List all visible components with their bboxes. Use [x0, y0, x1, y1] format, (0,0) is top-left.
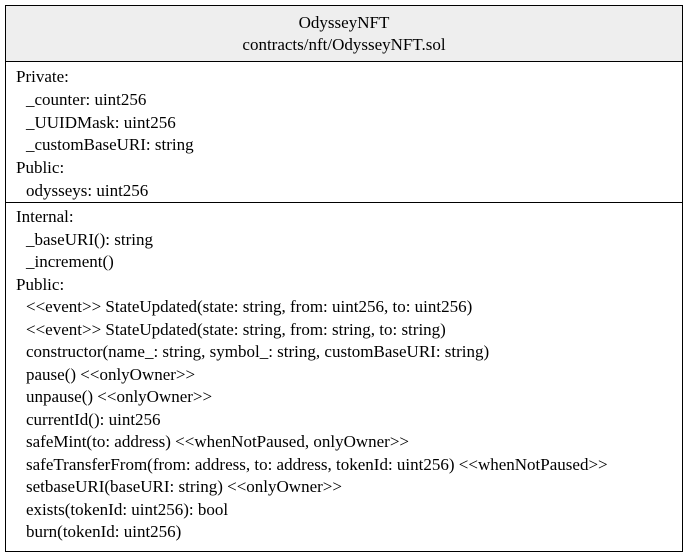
- attribute-uuid-mask: _UUIDMask: uint256: [26, 112, 176, 132]
- operation-set-base-uri: setbaseURI(baseURI: string) <<onlyOwner>…: [26, 477, 342, 496]
- public-operations-label: Public:: [16, 274, 65, 294]
- class-header: OdysseyNFT contracts/nft/OdysseyNFT.sol: [6, 6, 682, 62]
- operation-event-state-updated-string: <<event>> StateUpdated(state: string, fr…: [26, 319, 446, 339]
- attribute-odysseys: odysseys: uint256: [26, 180, 149, 200]
- class-name: OdysseyNFT: [298, 13, 390, 32]
- operation-safe-mint: safeMint(to: address) <<whenNotPaused, o…: [26, 432, 409, 451]
- operation-increment: _increment(): [26, 252, 114, 271]
- uml-class-box: OdysseyNFT contracts/nft/OdysseyNFT.sol …: [5, 5, 683, 552]
- public-attributes-label: Public:: [16, 158, 65, 178]
- operation-constructor: constructor(name_: string, symbol_: stri…: [26, 342, 490, 361]
- operation-safe-transfer-from: safeTransferFrom(from: address, to: addr…: [26, 454, 608, 474]
- internal-operations-label: Internal:: [16, 207, 74, 226]
- operations-section: Internal: _baseURI(): string _increment(…: [6, 203, 682, 551]
- attribute-custom-base-uri: _customBaseURI: string: [26, 135, 194, 155]
- private-attributes-label: Private:: [16, 67, 69, 86]
- operation-burn: burn(tokenId: uint256): [26, 522, 182, 541]
- operation-exists: exists(tokenId: uint256): bool: [26, 499, 229, 519]
- attribute-counter: _counter: uint256: [26, 89, 147, 109]
- class-path: contracts/nft/OdysseyNFT.sol: [242, 35, 446, 54]
- operation-pause: pause() <<onlyOwner>>: [26, 364, 196, 384]
- operation-event-state-updated-uint: <<event>> StateUpdated(state: string, fr…: [26, 297, 473, 316]
- operation-base-uri: _baseURI(): string: [26, 229, 154, 249]
- operation-current-id: currentId(): uint256: [26, 409, 161, 429]
- attributes-section: Private: _counter: uint256 _UUIDMask: ui…: [6, 62, 682, 203]
- operation-unpause: unpause() <<onlyOwner>>: [26, 387, 213, 406]
